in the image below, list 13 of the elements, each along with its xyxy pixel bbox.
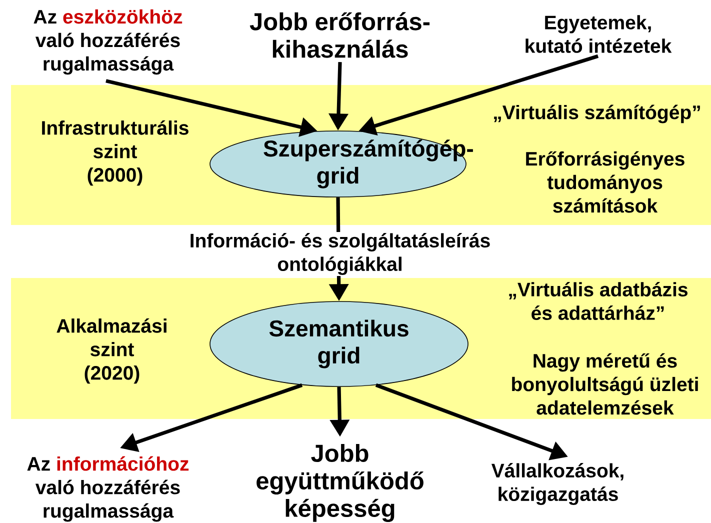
text-label: Az információhoz való hozzáférés rugalmassága <box>27 456 189 522</box>
band-text: Alkalmazási szint (2020) <box>56 318 166 384</box>
band-text: „Virtuális adatbázis és adattárház” <box>509 282 688 320</box>
text-label: Az eszközökhöz való hozzáférés rugalmassága <box>34 9 182 75</box>
band-text: Nagy méretű és bonyolultságú üzleti adatelemzések <box>512 353 698 415</box>
edge-label: Információ- és szolgáltatásleírás ontológiákkal <box>179 232 501 276</box>
text-label: Egyetemek, kutató intézetek <box>526 15 672 53</box>
band-text: Erőforrásigényes tudományos számítások <box>526 151 684 213</box>
band-text: „Virtuális számítógép” <box>494 104 700 124</box>
text-label: Jobb együttműködő képesség <box>256 444 424 522</box>
text-label: Vállalkozások, közigazgatás <box>491 463 624 505</box>
band-text: Infrastrukturális szint (2000) <box>42 120 188 186</box>
text-label: Jobb erőforrás-kihasználás <box>250 12 430 58</box>
